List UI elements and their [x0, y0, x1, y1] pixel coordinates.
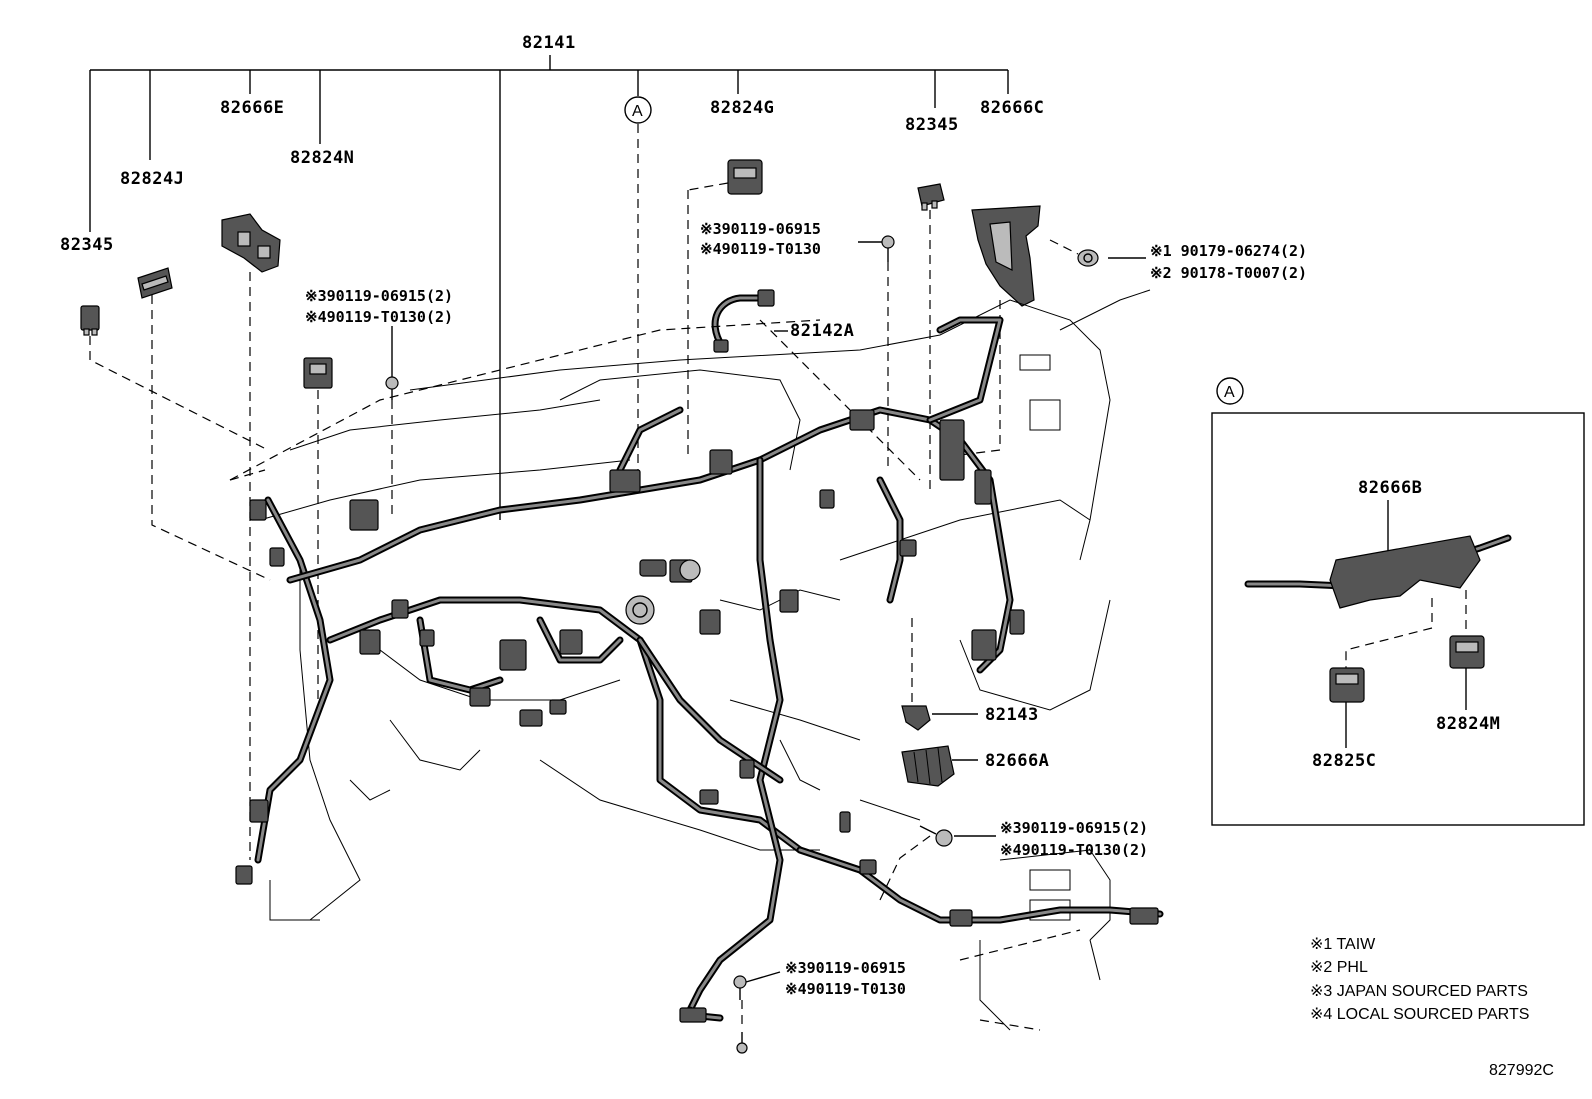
label-82666C: 82666C: [980, 98, 1044, 118]
callout-a-marker: A: [624, 96, 652, 124]
label-82666E: 82666E: [220, 98, 284, 118]
nut-label-phl: ※2 90178-T0007(2): [1150, 264, 1307, 282]
label-82666B: 82666B: [1358, 478, 1422, 498]
connector-end-icon: [736, 1032, 748, 1054]
bolt-icon: [385, 326, 399, 400]
connector-82345-right: [917, 183, 945, 211]
callout-a-detail-marker: [1216, 377, 1244, 405]
clip-82143: [901, 705, 978, 731]
fastener-label-right-japan: ※390119-06915(2): [1000, 819, 1148, 837]
legend-item-3: ※3 JAPAN SOURCED PARTS: [1310, 983, 1528, 1000]
connector-82824M: [1449, 635, 1485, 710]
dashed-leaders: [89, 124, 1079, 1030]
nut-label-taiw: ※1 90179-06274(2): [1150, 242, 1307, 260]
legend-item-4: ※4 LOCAL SOURCED PARTS: [1310, 1006, 1529, 1023]
label-82825C: 82825C: [1312, 751, 1376, 771]
block-82666A: [901, 745, 978, 787]
bolt-icon: [858, 235, 895, 262]
label-82824G: 82824G: [710, 98, 774, 118]
harness-leader-bracket: [89, 55, 1009, 520]
fastener-label-mid-japan: ※390119-06915: [700, 220, 821, 238]
detail-view-a: A 82666B 82825C 82824M: [1211, 377, 1585, 826]
connector-82824J: [137, 267, 173, 299]
grommet-82666B: [1329, 535, 1481, 609]
connector-82666E: [221, 213, 281, 273]
diagram-code: 827992C: [1489, 1062, 1554, 1079]
bolt-icon: [733, 971, 781, 1000]
connector-82824G: [687, 159, 763, 195]
fastener-label-mid-local: ※490119-T0130: [700, 240, 821, 258]
label-82142A: 82142A: [790, 321, 854, 341]
label-82345-right: 82345: [905, 115, 959, 135]
connector-82824N: [303, 357, 333, 389]
fastener-label-right-local: ※490119-T0130(2): [1000, 841, 1148, 859]
legend-item-2: ※2 PHL: [1310, 959, 1368, 976]
label-82345-left: 82345: [60, 235, 114, 255]
harness-connectors: [235, 409, 1159, 1023]
fastener-label-left-japan: ※390119-06915(2): [305, 287, 453, 305]
fastener-label-bottom-local: ※490119-T0130: [785, 980, 906, 998]
label-82143: 82143: [985, 705, 1039, 725]
label-82824N: 82824N: [290, 148, 354, 168]
bolt-icon: [919, 825, 953, 847]
legend-item-1: ※1 TAIW: [1310, 936, 1376, 953]
fastener-label-left-local: ※490119-T0130(2): [305, 308, 453, 326]
bracket-82666C: [971, 205, 1041, 307]
label-82666A: 82666A: [985, 751, 1049, 771]
svg-text:A: A: [632, 103, 643, 120]
label-82824M: 82824M: [1436, 714, 1500, 734]
legend: ※1 TAIW ※2 PHL ※3 JAPAN SOURCED PARTS ※4…: [1310, 936, 1529, 1023]
connector-82825C: [1329, 667, 1365, 748]
label-82141: 82141: [522, 33, 576, 53]
nut-icon: [1077, 249, 1099, 267]
harness-82142A: [711, 289, 788, 353]
detail-frame: [1211, 412, 1585, 826]
callout-a-detail-letter: A: [1224, 384, 1235, 401]
label-82824J: 82824J: [120, 169, 184, 189]
connector-82345-left: [80, 305, 100, 336]
fastener-label-bottom-japan: ※390119-06915: [785, 959, 906, 977]
